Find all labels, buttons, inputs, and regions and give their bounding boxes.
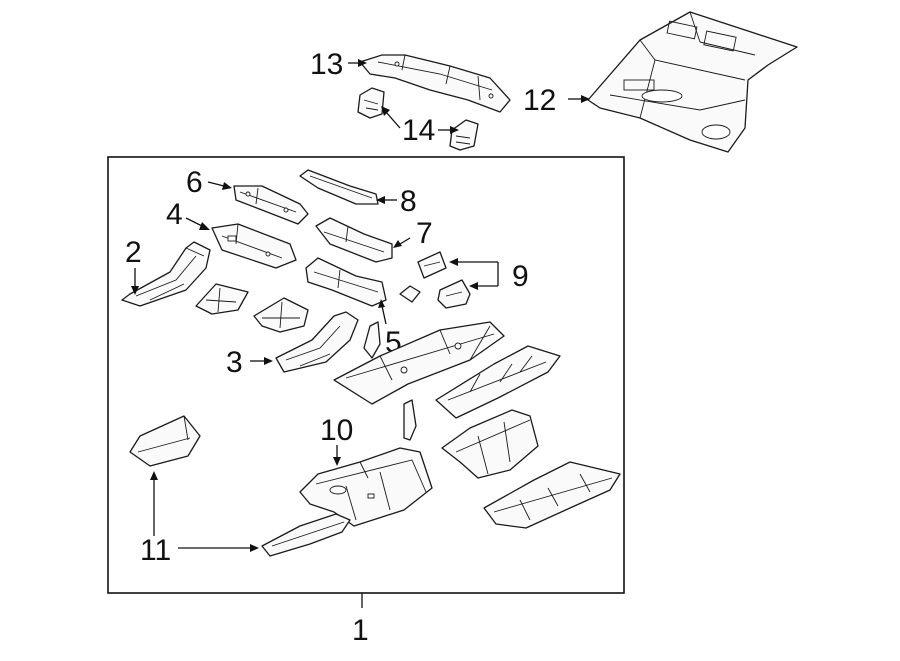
part-tunnel-section[interactable] [441, 409, 539, 479]
callout-1: 1 [352, 614, 369, 647]
part-9-small-clip[interactable] [399, 285, 421, 303]
part-14-bracket-left[interactable] [357, 87, 385, 119]
part-7-rail[interactable] [315, 217, 393, 263]
part-right-floor-panel[interactable] [435, 345, 561, 419]
part-11-sill-extension[interactable] [261, 513, 351, 557]
callout-8: 8 [400, 185, 417, 218]
callout-3: 3 [226, 346, 243, 379]
assembly-frame [107, 156, 625, 594]
part-front-floor-pan[interactable] [483, 461, 621, 529]
part-pillar-bracket[interactable] [403, 399, 417, 441]
callout-9: 9 [512, 260, 529, 293]
part-9-bracket-lower[interactable] [437, 279, 471, 309]
part-14-bracket-right[interactable] [449, 119, 479, 151]
part-5-rail[interactable] [305, 257, 387, 307]
part-13-crossmember[interactable] [359, 54, 511, 113]
part-center-floor-rail[interactable] [333, 321, 505, 405]
part-3-wheelhouse[interactable] [275, 311, 359, 373]
callout-4: 4 [166, 198, 183, 231]
part-12-rear-floor-pan[interactable] [587, 11, 798, 153]
part-10-front-floor[interactable] [299, 447, 433, 527]
part-2-wheelhouse[interactable] [121, 241, 211, 307]
part-8-bar[interactable] [299, 169, 379, 205]
part-6-rail[interactable] [233, 185, 309, 225]
callout-10: 10 [320, 414, 353, 447]
part-small-bracket-b[interactable] [253, 297, 309, 333]
callout-11: 11 [140, 534, 171, 567]
part-4-bracket[interactable] [211, 223, 297, 269]
callout-14: 14 [402, 114, 435, 147]
part-5-small-plate[interactable] [363, 321, 381, 359]
callout-2: 2 [125, 236, 142, 269]
callout-6: 6 [186, 166, 203, 199]
callout-13: 13 [310, 48, 343, 81]
part-9-bracket-upper[interactable] [417, 251, 447, 279]
callout-7: 7 [416, 217, 433, 250]
callout-12: 12 [523, 84, 556, 117]
part-11-floor-extension[interactable] [129, 415, 201, 467]
part-small-bracket-a[interactable] [195, 283, 249, 315]
